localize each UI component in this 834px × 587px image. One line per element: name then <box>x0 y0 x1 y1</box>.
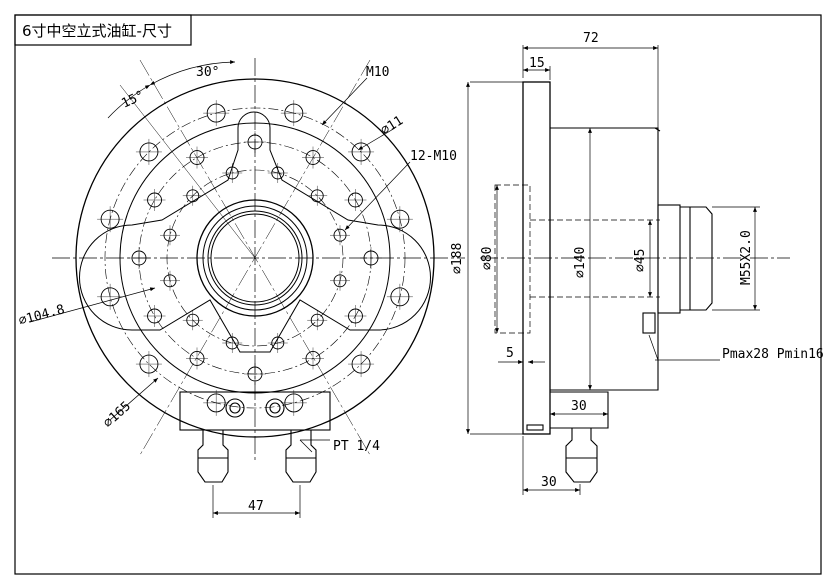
title-box <box>14 14 192 46</box>
d104-8-label: ⌀104.8 <box>17 302 66 329</box>
w30-lower-label: 30 <box>541 475 557 490</box>
side-nut <box>657 204 681 314</box>
w47-label: 47 <box>248 499 264 514</box>
w72-label: 72 <box>583 31 599 46</box>
fitting-screw-right <box>265 398 285 418</box>
outer-flange-circle <box>75 78 435 438</box>
angle-15-label: 15° <box>119 88 147 112</box>
bolt-holes <box>97 100 413 416</box>
thread-label: M55X2.0 <box>739 230 754 285</box>
side-flange <box>522 81 551 435</box>
drawing-title: 6寸中空立式油缸-尺寸 <box>22 22 172 40</box>
bore-outer <box>196 199 314 317</box>
front-dimensions <box>29 60 411 518</box>
d188-label: ⌀188 <box>450 243 465 274</box>
pt-label: PT 1/4 <box>333 439 380 454</box>
drawing-border <box>14 14 822 575</box>
side-view <box>480 81 790 483</box>
angle-30-label: 30° <box>196 65 219 80</box>
m10-label: M10 <box>366 65 389 80</box>
front-view <box>52 58 465 460</box>
w5-label: 5 <box>506 346 514 361</box>
d45-label: ⌀45 <box>633 249 648 272</box>
w30-upper-label: 30 <box>571 399 587 414</box>
tri-lobe-body <box>79 111 431 353</box>
d11-label: ⌀11 <box>378 113 406 138</box>
d80-label: ⌀80 <box>480 247 495 270</box>
side-dimensions <box>466 45 760 495</box>
fitting-screw-left <box>225 398 245 418</box>
port-block <box>179 391 331 483</box>
pressure-label: Pmax28 Pmin16 <box>722 347 824 362</box>
w15-label: 15 <box>529 56 545 71</box>
m10x12-label: 12-M10 <box>410 149 457 164</box>
d140-label: ⌀140 <box>573 247 588 278</box>
